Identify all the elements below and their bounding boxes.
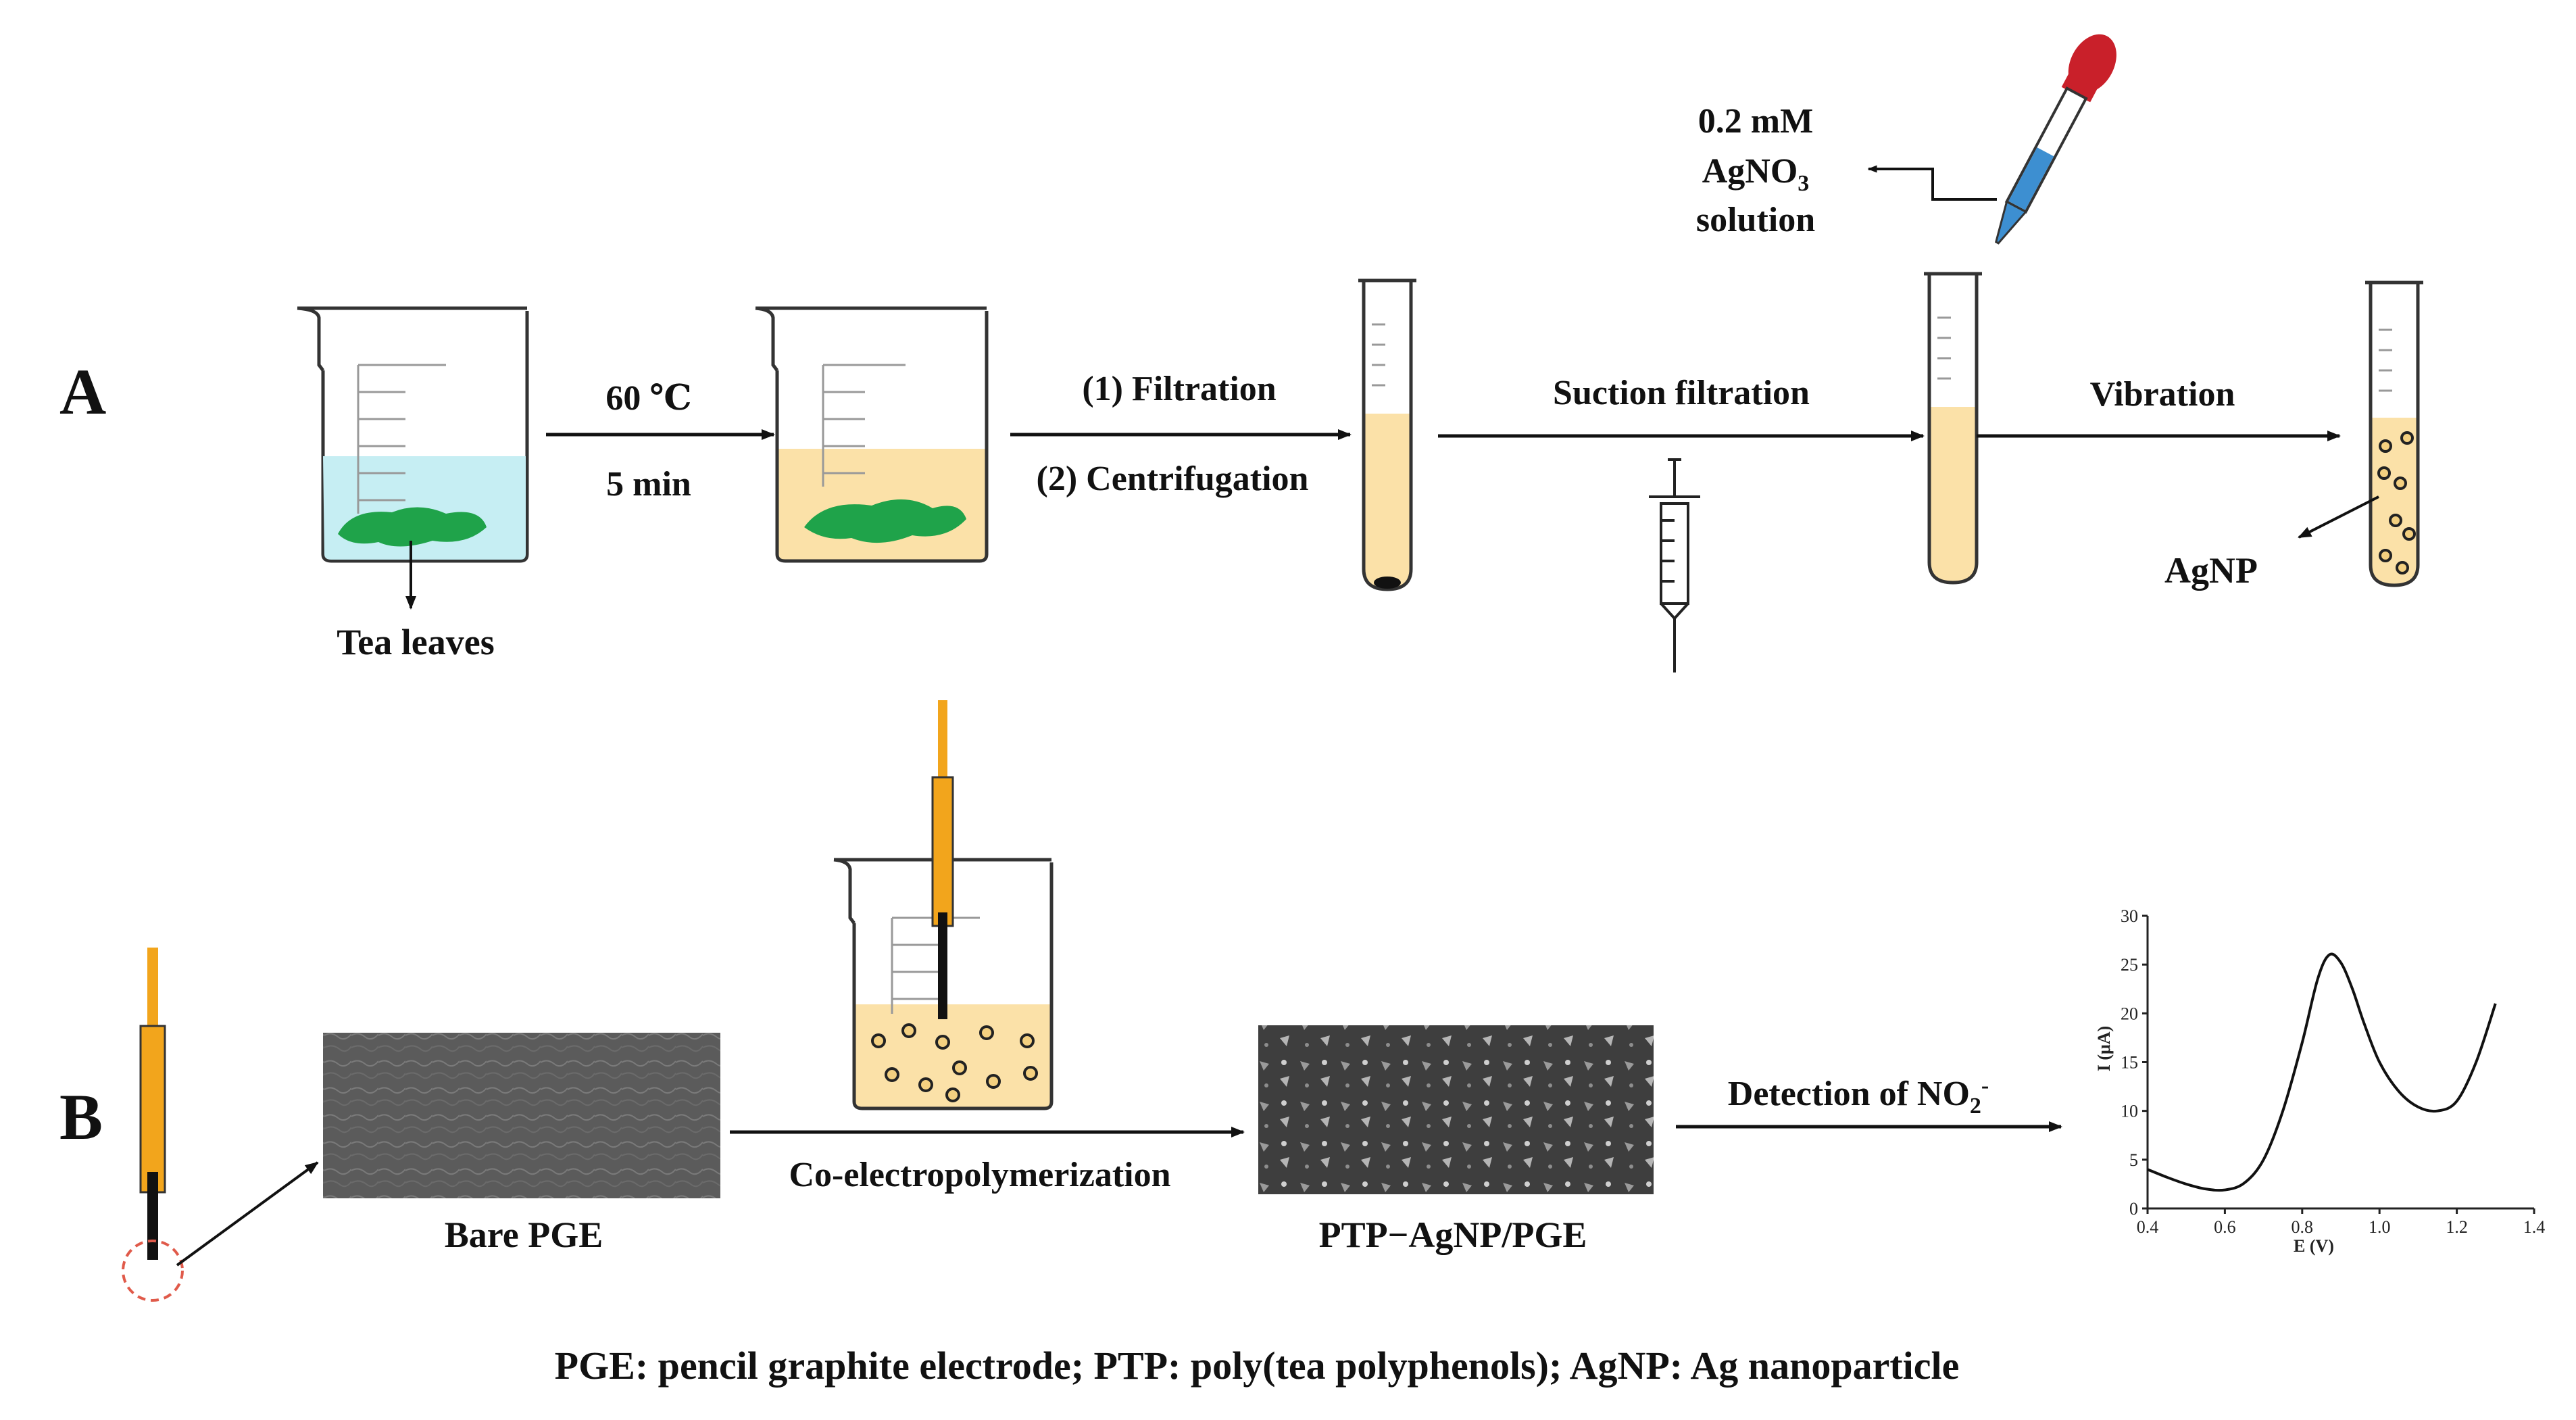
detection-label-base: Detection of NO	[1728, 1075, 1970, 1113]
panel-a-label: A	[59, 356, 106, 428]
syringe-icon	[1649, 458, 1700, 672]
dpv-chart: 0.4 0.6 0.8 1.0 1.2 1.4 0 5 10 15 20 25 30 E (V) I …	[2094, 906, 2545, 1256]
chart-y-tick-label: 15	[2121, 1053, 2138, 1073]
chart-y-tick-label: 0	[2129, 1199, 2138, 1219]
chart-y-tick-label: 5	[2129, 1150, 2138, 1170]
tea-leaves-extract-icon	[804, 499, 966, 543]
pencil-electrode-icon	[122, 948, 184, 1302]
heat-temp-label: 60 ℃	[605, 379, 691, 418]
ptp-agnp-pge-sem-image	[1258, 1025, 1654, 1194]
heat-time-label: 5 min	[606, 465, 691, 504]
chart-y-ticks: 0 5 10 15 20 25 30	[2121, 906, 2148, 1219]
chart-y-tick-label: 25	[2121, 955, 2138, 975]
tea-leaves-icon	[338, 507, 487, 547]
agno3-solution-label: solution	[1696, 201, 1815, 239]
detection-superscript: -	[1981, 1073, 1989, 1098]
chart-x-ticks: 0.4 0.6 0.8 1.0 1.2 1.4	[2137, 1208, 2546, 1237]
agno3-concentration-label: 0.2 mM	[1698, 102, 1813, 141]
chart-x-label: E (V)	[2294, 1236, 2334, 1256]
chart-y-tick-label: 20	[2121, 1004, 2138, 1023]
panel-b-label: B	[59, 1081, 103, 1153]
chart-y-tick-label: 10	[2121, 1102, 2138, 1121]
chart-x-tick-label: 0.4	[2137, 1217, 2159, 1237]
co-electropolymerization-label: Co-electropolymerization	[789, 1156, 1170, 1194]
electropolymerization-beaker-icon	[833, 700, 1054, 1110]
footnote: PGE: pencil graphite electrode; PTP: pol…	[555, 1344, 1960, 1388]
test-tube-filtrate-icon	[1924, 272, 1982, 585]
chart-series-line	[2147, 952, 2497, 1192]
chart-x-tick-label: 0.8	[2292, 1217, 2314, 1237]
agno3-formula-label: AgNO3	[1702, 152, 1810, 196]
chart-y-label: I (μA)	[2094, 1026, 2114, 1071]
chart-x-tick-label: 1.2	[2446, 1217, 2468, 1237]
bare-pge-label: Bare PGE	[445, 1215, 603, 1255]
tea-leaves-label: Tea leaves	[337, 622, 494, 662]
test-tube-centrifuged-icon	[1358, 278, 1416, 591]
ptp-agnp-pge-label: PTP−AgNP/PGE	[1319, 1215, 1587, 1255]
pipette-icon	[1994, 34, 2116, 245]
agno3-formula-base: AgNO	[1702, 152, 1798, 191]
agno3-formula-subscript: 3	[1798, 171, 1809, 196]
test-tube-agnp-icon	[2365, 280, 2423, 587]
filtration-label: (1) Filtration	[1082, 370, 1276, 408]
vibration-label: Vibration	[2090, 375, 2235, 414]
beaker-extract-icon	[755, 306, 989, 563]
detection-subscript: 2	[1970, 1094, 1981, 1119]
chart-x-tick-label: 0.6	[2214, 1217, 2236, 1237]
detection-label: Detection of NO2-	[1728, 1073, 1989, 1119]
agnp-label: AgNP	[2164, 550, 2258, 591]
bare-pge-sem-image	[323, 1033, 720, 1198]
chart-x-tick-label: 1.0	[2369, 1217, 2391, 1237]
suction-filtration-label: Suction filtration	[1553, 374, 1810, 412]
centrifugation-label: (2) Centrifugation	[1037, 460, 1309, 498]
chart-x-tick-label: 1.4	[2523, 1217, 2546, 1237]
chart-y-tick-label: 30	[2121, 906, 2138, 926]
beaker-water-icon	[297, 306, 529, 563]
